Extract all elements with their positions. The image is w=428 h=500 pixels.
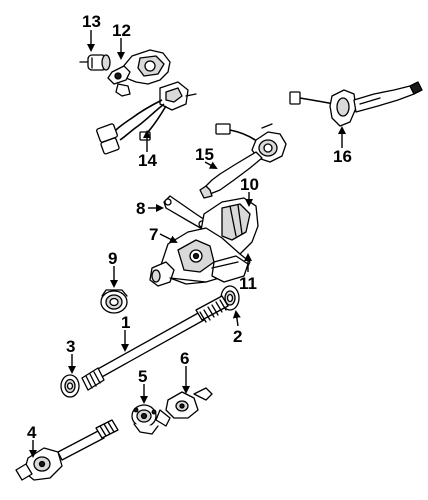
part-12-lock-housing [107, 49, 171, 97]
callout-10: 10 [240, 175, 259, 194]
part-6-universal-joint [155, 387, 213, 427]
part-1-steering-shaft [81, 295, 229, 391]
callout-1: 1 [121, 313, 130, 332]
part-3-lower-bearing [60, 374, 80, 398]
leader-lines [29, 30, 346, 458]
leader-2 [232, 310, 241, 327]
part-9-bearing [100, 289, 128, 314]
callout-14: 14 [138, 151, 157, 170]
callout-5: 5 [138, 367, 147, 386]
callout-labels: 13 12 14 15 16 10 8 7 11 9 2 1 3 5 6 4 [27, 12, 352, 442]
part-13-lock-cylinder [79, 54, 111, 71]
part-5-flex-coupling [131, 404, 159, 435]
callout-7: 7 [149, 225, 158, 244]
leader-15 [204, 161, 218, 169]
callout-11: 11 [239, 274, 257, 293]
callout-4: 4 [27, 423, 37, 442]
callout-15: 15 [195, 145, 214, 164]
callout-3: 3 [66, 337, 75, 356]
part-7-column-housing [149, 227, 251, 287]
callout-12: 12 [112, 21, 131, 40]
callout-6: 6 [180, 349, 189, 368]
part-15-multifunction-lever [199, 123, 287, 199]
callout-13: 13 [82, 12, 101, 31]
callout-8: 8 [136, 199, 145, 218]
leader-7 [159, 233, 178, 243]
part-16-lever-switch [289, 81, 423, 127]
callout-2: 2 [233, 327, 242, 346]
callout-9: 9 [108, 249, 117, 268]
callout-16: 16 [333, 147, 352, 166]
part-14-switch-harness [96, 81, 197, 155]
